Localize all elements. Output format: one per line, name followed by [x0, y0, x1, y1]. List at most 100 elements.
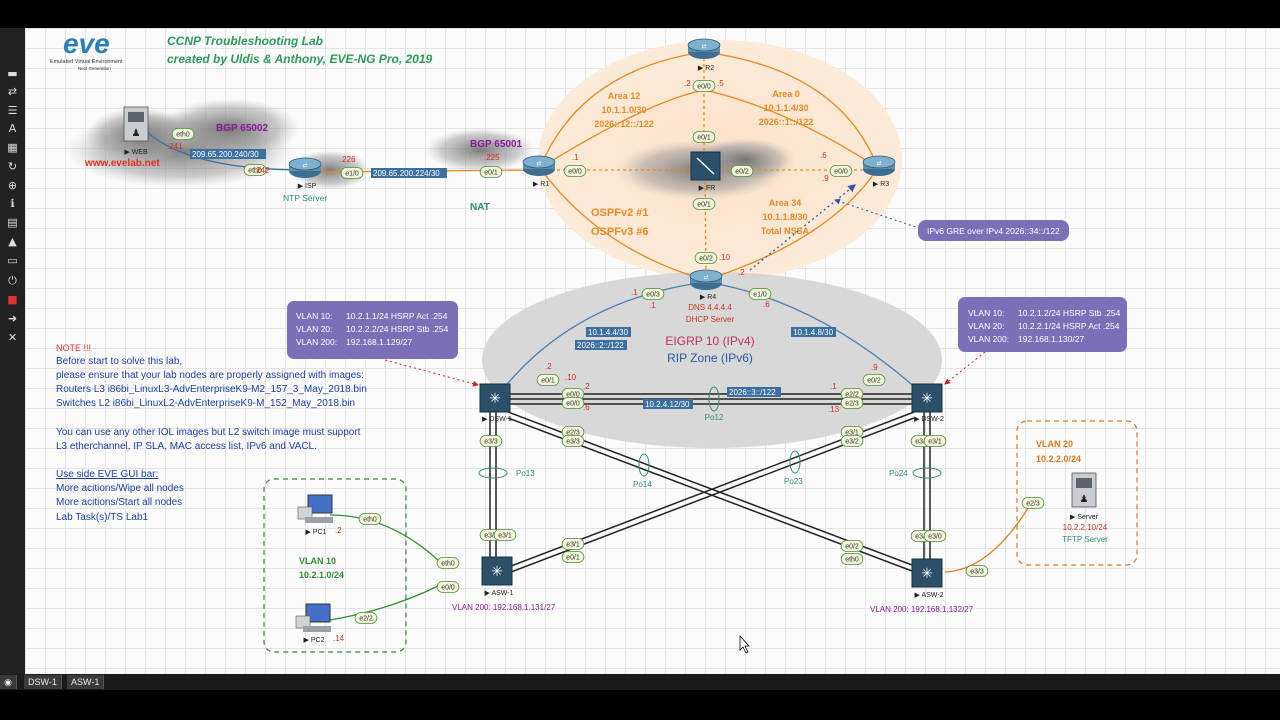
topology-canvas[interactable]: VLAN 10:10.2.1.1/24 HSRP Act .254 VLAN 2…: [25, 28, 1280, 674]
interface-label: e3/0: [915, 534, 929, 541]
list-icon[interactable]: ☰: [7, 104, 18, 117]
node-label-r1: R1: [540, 181, 549, 188]
interface-badge: e0/0: [563, 165, 587, 177]
grid-icon[interactable]: ▦: [7, 141, 18, 154]
info-icon[interactable]: ℹ: [10, 197, 15, 210]
node-label-pc1: PC1: [313, 529, 327, 536]
pc1[interactable]: ▶ PC1: [297, 494, 333, 536]
linux-icon: ♟: [132, 128, 141, 139]
interface-label: e1/0: [753, 292, 767, 299]
interface-badge: e3/1: [493, 529, 517, 541]
note-title: NOTE !!!: [56, 343, 91, 353]
switch-dsw2[interactable]: ✳ ▶ DSW-2: [911, 383, 944, 423]
net-isp-r1: 209.65.200.224/30: [373, 169, 440, 178]
switch-asw1[interactable]: ✳ ▶ ASW-1: [481, 556, 514, 597]
ip-suffix: .10: [719, 253, 731, 262]
interface-label: e3/1: [498, 533, 512, 540]
website-label: www.evelab.net: [84, 158, 160, 169]
eye-icon[interactable]: ◉: [0, 675, 17, 689]
nat-label: NAT: [470, 202, 490, 213]
router-icon: ⇄: [302, 162, 307, 169]
host-links: [329, 504, 1031, 621]
interface-label: e3/1: [928, 439, 942, 446]
dsw2-vlan-text: 10.2.1.2/24 HSRP Stb .254: [1018, 308, 1121, 318]
node-label-r4: R4: [707, 294, 716, 301]
frame-relay-switch[interactable]: ▶ FR: [690, 151, 721, 192]
internet-cloud: [65, 98, 535, 190]
interface-badge: e0/2: [862, 374, 886, 386]
router-icon: ⇄: [876, 160, 881, 167]
linux-icon: ♟: [1080, 494, 1089, 505]
node-label-server: Server: [1077, 514, 1098, 521]
interface-label: eth0: [845, 557, 859, 564]
net-r4-dsw2: 10.1.4.8/30: [793, 328, 834, 337]
fullscreen-icon[interactable]: ✕: [7, 331, 18, 344]
refresh-icon[interactable]: ↻: [7, 160, 18, 173]
ip-suffix: .10: [565, 373, 577, 382]
router-r1[interactable]: ⇄ ▶ R1: [522, 155, 556, 188]
interface-badge: e0/1: [479, 166, 503, 178]
vlan10-net: 10.2.1.0/24: [299, 570, 344, 580]
router-r3[interactable]: ⇄ ▶ R3: [862, 155, 896, 188]
switch-dsw1[interactable]: ✳ ▶ DSW-1: [479, 383, 512, 423]
node-label-asw1: ASW-1: [491, 590, 513, 597]
eve-logo: eve: [63, 28, 110, 59]
eigrp-label: EIGRP 10 (IPv4): [665, 334, 754, 348]
graduation-icon[interactable]: ▲: [8, 235, 17, 248]
ip-suffix: .5: [717, 79, 724, 88]
interface-label: e0/0: [697, 84, 711, 91]
dhcp-label: DHCP Server: [686, 315, 735, 324]
dsw2-callout-pointer: [944, 351, 986, 385]
svg-text:VLAN 20:10.2.2.2/24 HSRP Stb .: VLAN 20:10.2.2.2/24 HSRP Stb .254: [296, 324, 449, 334]
ip-suffix: .2: [545, 362, 552, 371]
area0-title: Area 0: [772, 89, 800, 99]
router-isp[interactable]: ⇄ ▶ ISP: [288, 157, 322, 190]
area34-title: Area 34: [769, 198, 802, 208]
logout-icon[interactable]: ➜: [7, 312, 18, 325]
tftp-server[interactable]: ♟ ▶ Server: [1070, 472, 1099, 521]
eve-logo-sub1: Emulated Virtual Environment: [50, 59, 123, 65]
svg-text:▶ ASW-2: ▶ ASW-2: [915, 592, 944, 599]
pc2[interactable]: ▶ PC2: [295, 603, 331, 644]
web-server[interactable]: ♟ ▶ WEB: [123, 106, 149, 156]
network-icon[interactable]: ⇄: [7, 85, 18, 98]
text-icon[interactable]: A: [8, 122, 17, 135]
dsw2-vlan-text: 192.168.1.130/27: [1018, 334, 1084, 344]
left-toolbar: ▬ ⇄ ☰ A ▦ ↻ ⊕ ℹ ▤ ▲ ▭ ⏻ ■ ➜ ✕: [0, 28, 25, 674]
switch-icon: ✳: [921, 565, 933, 581]
document-icon[interactable]: ▤: [7, 216, 18, 229]
interface-label: eth0: [176, 132, 190, 139]
interface-badge: e0/0: [692, 80, 716, 92]
note-line: please ensure that your lab nodes are pr…: [56, 370, 364, 381]
dsw2-vlan-text: 10.2.2.1/24 HSRP Act .254: [1018, 321, 1120, 331]
nodes-icon[interactable]: ▬: [7, 67, 18, 80]
dsw1-vlan-text: 192.168.1.129/27: [346, 337, 412, 347]
server-ip: 10.2.2.10/24: [1063, 523, 1108, 532]
zoom-icon[interactable]: ⊕: [7, 179, 18, 192]
net-web-isp: 209.65.200.240/30: [192, 150, 259, 159]
lab-title: CCNP Troubleshooting Lab: [167, 34, 323, 48]
svg-text:▶ WEB: ▶ WEB: [124, 149, 148, 156]
open-console-tab[interactable]: ASW-1: [67, 675, 105, 689]
power-icon[interactable]: ⏻: [8, 274, 17, 287]
chat-icon[interactable]: ▭: [7, 254, 18, 267]
router-r4[interactable]: ⇄ ▶ R4: [689, 269, 723, 301]
ntp-label: NTP Server: [283, 193, 327, 203]
vlan20-box: [1016, 420, 1138, 566]
interface-label: e2/3: [1026, 501, 1040, 508]
v6-dsw12: 2026::3::/122: [729, 388, 776, 397]
screen-border: [0, 690, 1280, 720]
dsw1-callout-pointer: [384, 359, 479, 387]
svg-text:▶ ASW-1: ▶ ASW-1: [485, 590, 514, 597]
switch-asw2[interactable]: ✳ ▶ ASW-2: [911, 558, 944, 599]
area0-v6: 2026::1::/122: [759, 117, 814, 127]
ip-suffix: .241: [167, 142, 183, 151]
router-r2[interactable]: ⇄ ▶ R2: [687, 38, 721, 72]
interface-label: e3/2: [845, 439, 859, 446]
area12-title: Area 12: [608, 91, 641, 101]
ip-suffix: .1: [830, 382, 837, 391]
interface-badge: e3/3: [561, 435, 585, 447]
lock-icon[interactable]: ■: [7, 293, 18, 306]
note-line: More acitions/Start all nodes: [56, 497, 182, 508]
open-console-tab[interactable]: DSW-1: [24, 675, 62, 689]
